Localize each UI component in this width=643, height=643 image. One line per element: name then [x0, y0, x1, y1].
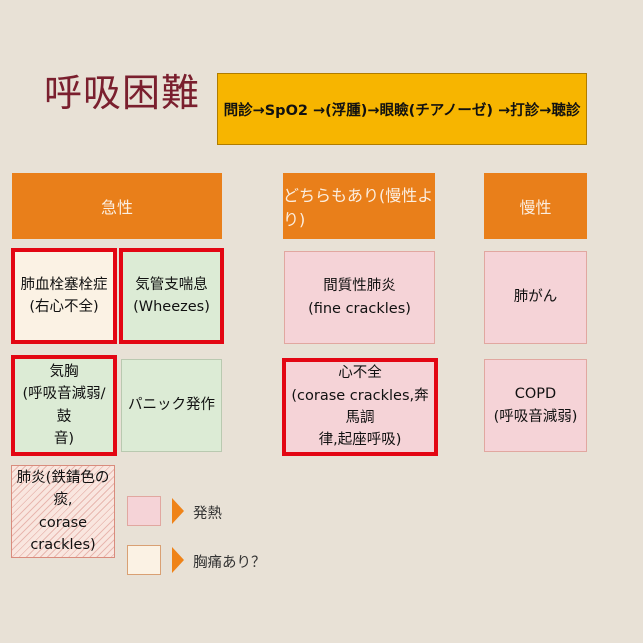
- hf-line1: 心不全: [338, 365, 382, 382]
- pe-line2: (右心不全): [29, 299, 99, 315]
- pneumothorax-line1: 気胸: [49, 363, 79, 380]
- hf-line3: 律,起座呼吸): [318, 432, 402, 449]
- box-panic-attack: パニック発作: [121, 359, 222, 452]
- box-copd: COPD (呼吸音減弱): [484, 359, 587, 452]
- box-pneumonia: 肺炎(鉄錆色の痰, corase crackles): [11, 465, 115, 558]
- panic-line1: パニック発作: [128, 397, 215, 414]
- copd-line2: (呼吸音減弱): [493, 408, 578, 425]
- legend-label-chest-pain: 胸痛あり？: [193, 555, 266, 571]
- box-pneumothorax: 気胸 (呼吸音減弱/鼓 音): [11, 355, 117, 456]
- legend-arrow-fever-icon: [172, 498, 184, 524]
- pneumothorax-line2: (呼吸音減弱/鼓: [22, 386, 106, 425]
- box-asthma: 気管支喘息 (Wheezes): [119, 248, 224, 344]
- legend-label-fever: 発熱: [193, 506, 222, 522]
- legend-swatch-fever: [127, 496, 161, 526]
- pneumonia-line2: corase: [38, 514, 88, 531]
- box-pulmonary-embolism: 肺血栓塞栓症 (右心不全): [11, 248, 117, 344]
- asthma-line2: (Wheezes): [133, 299, 210, 315]
- ip-line1: 間質性肺炎: [323, 278, 396, 295]
- header-chronic: 慢性: [484, 173, 587, 239]
- hf-line2: (corase crackles,奔馬調: [291, 387, 429, 426]
- copd-line1: COPD: [514, 386, 557, 403]
- box-interstitial-pneumonia: 間質性肺炎 (fine crackles): [284, 251, 435, 344]
- box-heart-failure: 心不全 (corase crackles,奔馬調 律,起座呼吸): [282, 358, 438, 456]
- box-lung-cancer: 肺がん: [484, 251, 587, 344]
- exam-flow-text: 問診→SpO2 →(浮腫)→眼瞼(チアノーゼ) →打診→聴診: [223, 102, 581, 119]
- header-both-label: どちらもあり(慢性より): [283, 186, 434, 229]
- header-acute: 急性: [12, 173, 222, 239]
- slide-title: 呼吸困難: [44, 71, 201, 115]
- legend-swatch-chest-pain: [127, 545, 161, 575]
- pneumonia-line1: 肺炎(鉄錆色の痰,: [16, 469, 110, 509]
- pe-line1: 肺血栓塞栓症: [20, 276, 108, 293]
- header-both: どちらもあり(慢性より): [283, 173, 435, 239]
- ip-line2: (fine crackles): [308, 300, 411, 317]
- pneumonia-line3: crackles): [30, 536, 96, 553]
- header-chronic-label: 慢性: [519, 198, 552, 217]
- lungca-line1: 肺がん: [513, 289, 558, 306]
- exam-flow-box: 問診→SpO2 →(浮腫)→眼瞼(チアノーゼ) →打診→聴診: [217, 73, 587, 145]
- pneumothorax-line3: 音): [53, 430, 75, 447]
- legend-arrow-chest-pain-icon: [172, 547, 184, 573]
- asthma-line1: 気管支喘息: [135, 276, 208, 293]
- header-acute-label: 急性: [100, 198, 133, 217]
